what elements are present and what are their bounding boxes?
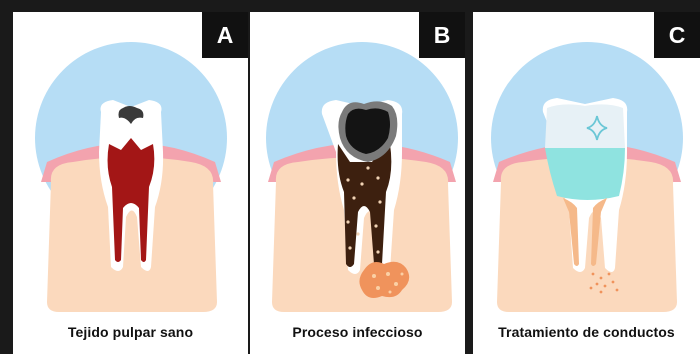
crown-cap [545, 104, 625, 148]
badge-b: B [419, 12, 465, 58]
filling [545, 148, 625, 200]
panel-a: A Tejido pulpar sano [13, 12, 248, 354]
caption-c: Tratamiento de conductos [473, 324, 700, 340]
caption-b: Proceso infeccioso [250, 324, 465, 340]
panel-b: B Proceso infeccioso [250, 12, 465, 354]
caption-a: Tejido pulpar sano [13, 324, 248, 340]
panel-c: C Tratamiento de conductos [473, 12, 700, 354]
badge-a: A [202, 12, 248, 58]
badge-c: C [654, 12, 700, 58]
infected-tooth-illustration [250, 12, 465, 354]
treated-tooth-illustration [473, 12, 700, 354]
healthy-tooth-illustration [13, 12, 248, 354]
